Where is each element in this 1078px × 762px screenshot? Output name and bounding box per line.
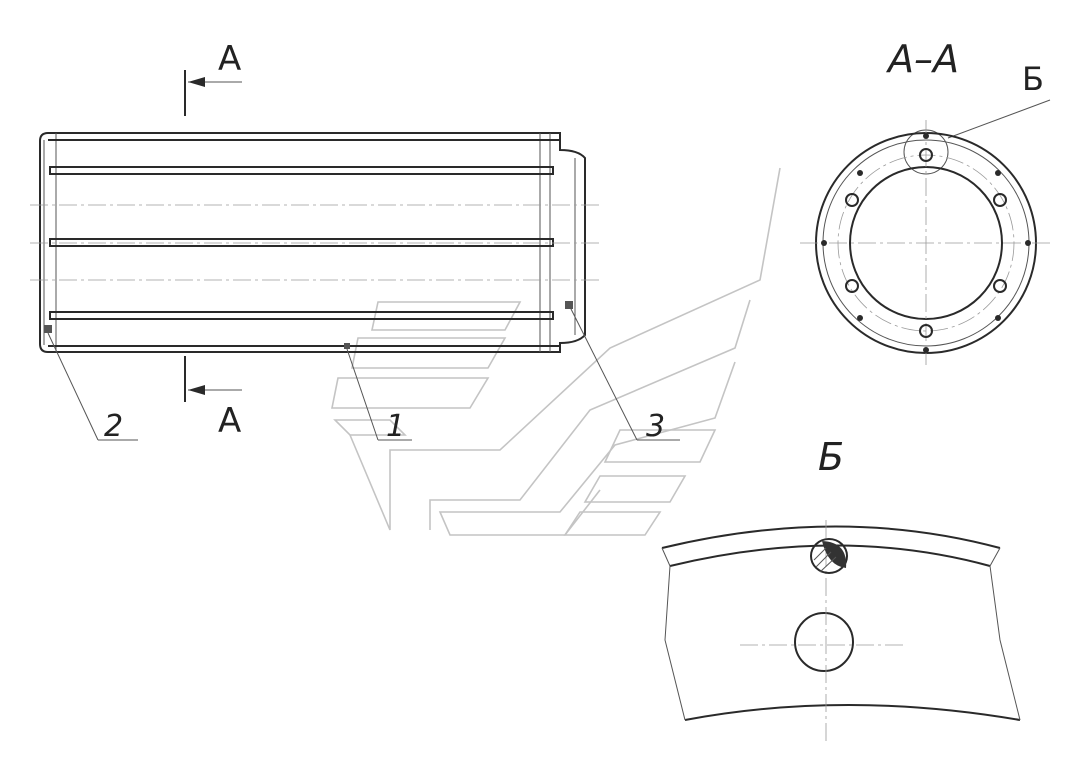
section-letter-bottom: А	[218, 401, 241, 441]
section-view-a-a: А–А Б	[800, 37, 1051, 365]
item-number-1: 1	[386, 409, 405, 444]
detail-view-title: Б	[818, 435, 844, 479]
weld-marker	[44, 325, 52, 333]
item-number-2: 2	[104, 409, 123, 444]
leader-3: 3	[569, 306, 680, 444]
weld-marker	[565, 301, 573, 309]
weld-section	[810, 538, 848, 574]
item-number-3: 3	[646, 409, 665, 444]
cage-side-view	[30, 132, 600, 353]
leader-2: 2	[47, 332, 138, 444]
cage-rod	[49, 166, 554, 175]
rod-dots	[821, 133, 1031, 353]
detail-view-b: Б	[661, 435, 1021, 745]
section-view-title: А–А	[885, 37, 959, 81]
weld-marker	[344, 343, 350, 349]
leader-1: 1	[346, 348, 412, 444]
watermark-logo	[331, 167, 781, 536]
section-cut-marks: А А	[184, 39, 242, 441]
bolt-holes	[845, 148, 1007, 338]
bolt-hole	[794, 612, 854, 672]
cage-rod	[49, 311, 554, 320]
section-letter-top: А	[218, 39, 241, 79]
cage-rod	[49, 238, 554, 247]
detail-callout-letter: Б	[1022, 60, 1044, 98]
